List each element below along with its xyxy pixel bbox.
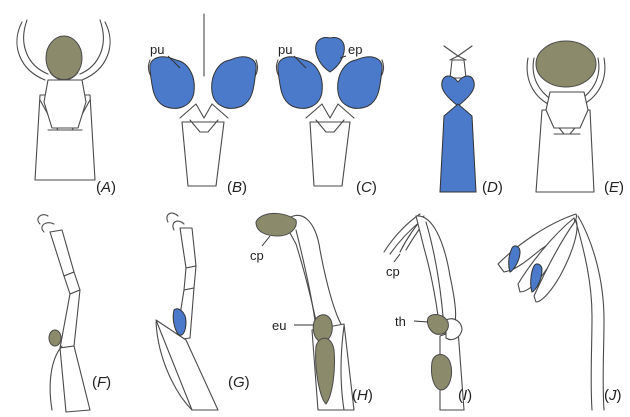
pulvillus-left-b: [150, 57, 194, 109]
panel-label-g: (G): [228, 374, 250, 391]
label-cp-h: cp: [250, 248, 264, 263]
pulvillus-upper-j: [509, 246, 520, 272]
panel-label-f: (F): [92, 374, 111, 391]
label-pu-c: pu: [278, 42, 292, 57]
panel-label-j: (J): [604, 387, 622, 404]
label-cp-i: cp: [386, 264, 400, 279]
panel-d: (D): [440, 46, 503, 196]
panel-label-d: (D): [482, 179, 503, 196]
claw-pad-h: [256, 213, 296, 236]
panel-f: (F): [38, 215, 111, 412]
empodium-d-stem: [440, 104, 476, 192]
panel-label-i: (I): [458, 387, 472, 404]
panel-label-a: (A): [96, 179, 116, 196]
panel-a: (A): [17, 20, 116, 196]
arolium-shape-e: [536, 41, 596, 87]
pulvillus-right-b: [212, 57, 256, 109]
label-eu: eu: [272, 318, 286, 333]
arolium-shape-f: [49, 330, 61, 346]
panel-label-e: (E): [604, 179, 624, 196]
panel-i: cp th (I): [384, 214, 472, 410]
panel-c: pu ep (C): [276, 38, 383, 196]
panel-h: cp eu (H): [250, 213, 373, 410]
pulvillus-left-c: [278, 57, 322, 109]
empodium-c: [316, 38, 345, 72]
label-th: th: [395, 314, 406, 329]
panel-b: pu (B): [148, 14, 257, 196]
panel-label-h: (H): [352, 387, 373, 404]
panel-label-b: (B): [227, 179, 247, 196]
label-ep: ep: [348, 42, 362, 57]
empodium-d-heart: [442, 76, 475, 106]
pad-lower-i: [431, 355, 451, 391]
panel-g: (G): [156, 213, 250, 410]
panel-j: (J): [498, 214, 622, 410]
pulvillus-right-c: [338, 57, 382, 109]
panel-e: (E): [527, 41, 624, 196]
panel-label-c: (C): [356, 179, 377, 196]
label-pu-b: pu: [150, 42, 164, 57]
